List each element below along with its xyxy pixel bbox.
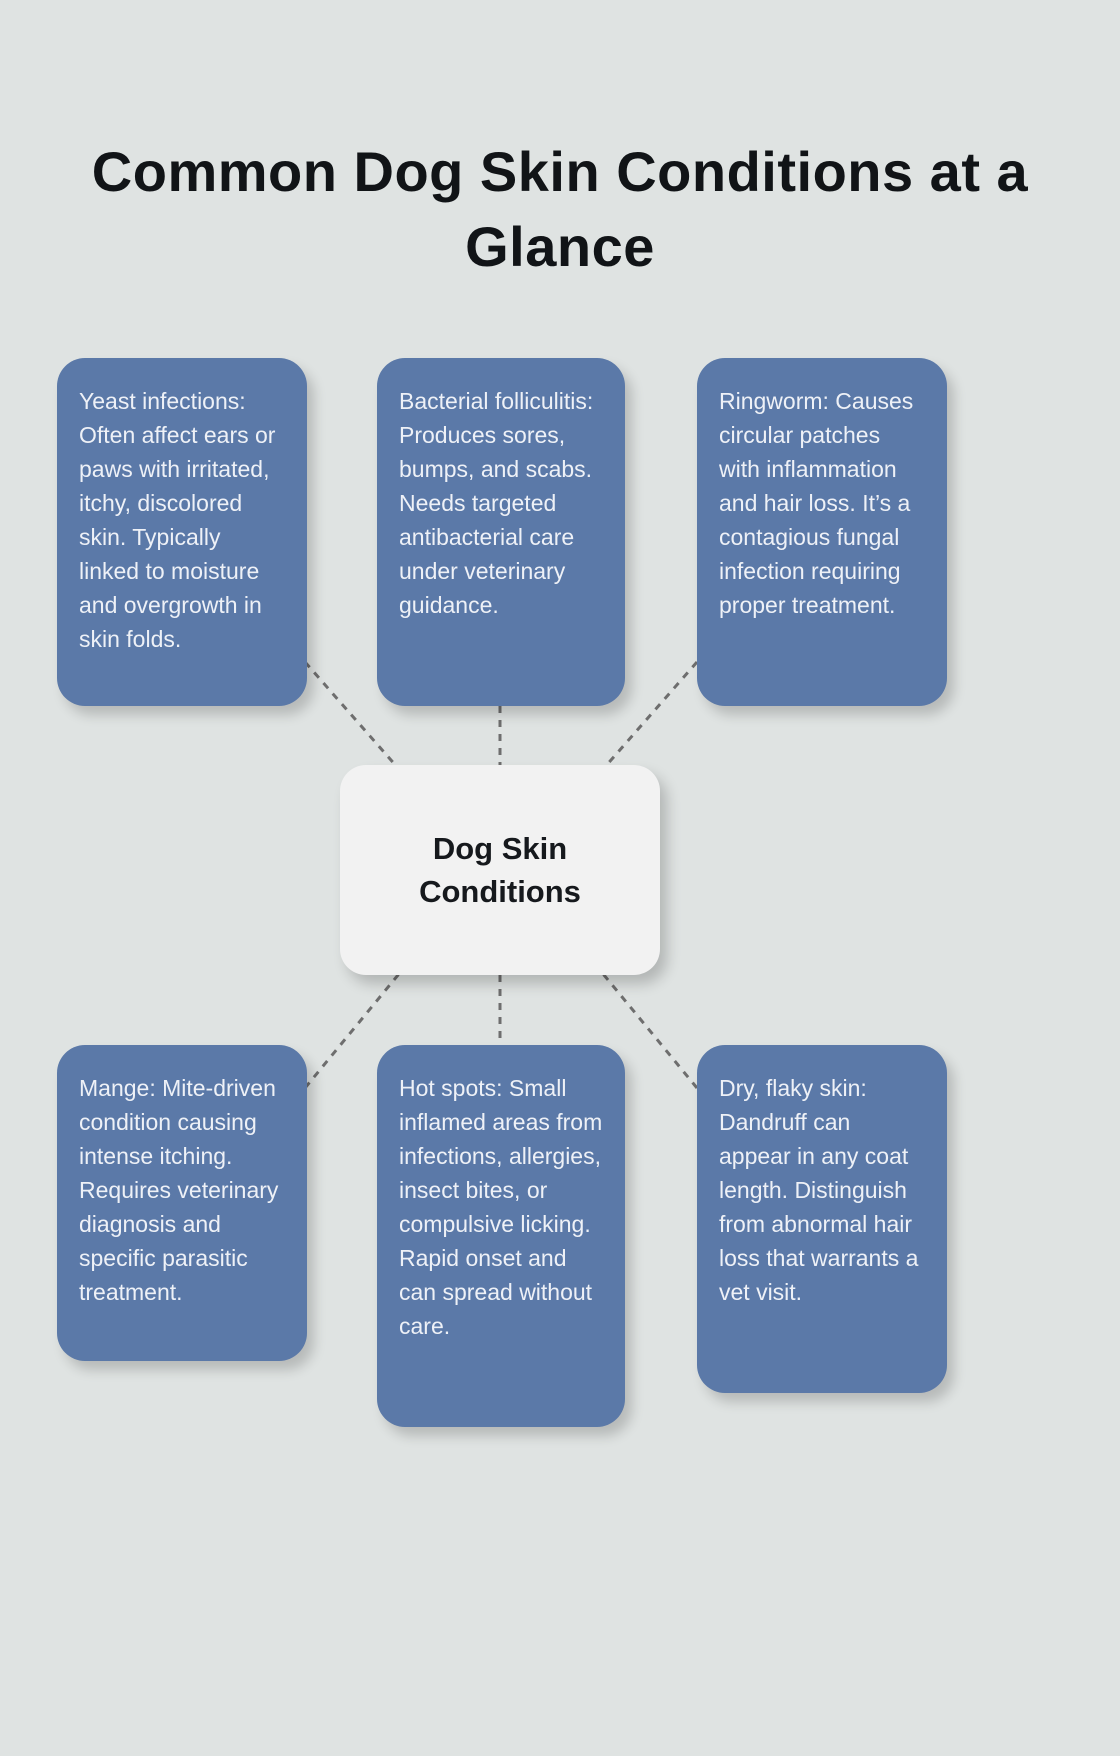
- central-topic-label: Dog Skin Conditions: [419, 830, 581, 909]
- condition-text: Hot spots: Small inflamed areas from inf…: [399, 1075, 603, 1340]
- central-topic-node: Dog Skin Conditions: [340, 765, 660, 975]
- condition-node-ringworm: Ringworm: Causes circular patches with i…: [697, 358, 947, 706]
- condition-node-dry-flaky-skin: Dry, flaky skin: Dandruff can appear in …: [697, 1045, 947, 1393]
- condition-text: Dry, flaky skin: Dandruff can appear in …: [719, 1075, 919, 1306]
- condition-node-bacterial-folliculitis: Bacterial folliculitis: Produces sores, …: [377, 358, 625, 706]
- condition-node-yeast-infections: Yeast infections: Often affect ears or p…: [57, 358, 307, 706]
- connector-dryskin-line: [588, 957, 699, 1089]
- condition-node-mange: Mange: Mite-driven condition causing int…: [57, 1045, 307, 1361]
- condition-text: Yeast infections: Often affect ears or p…: [79, 388, 276, 653]
- condition-node-hot-spots: Hot spots: Small inflamed areas from inf…: [377, 1045, 625, 1427]
- connector-mange-line: [303, 957, 414, 1089]
- condition-text: Bacterial folliculitis: Produces sores, …: [399, 388, 594, 619]
- condition-text: Ringworm: Causes circular patches with i…: [719, 388, 914, 619]
- condition-text: Mange: Mite-driven condition causing int…: [79, 1075, 279, 1306]
- page-title: Common Dog Skin Conditions at a Glance: [91, 139, 1029, 279]
